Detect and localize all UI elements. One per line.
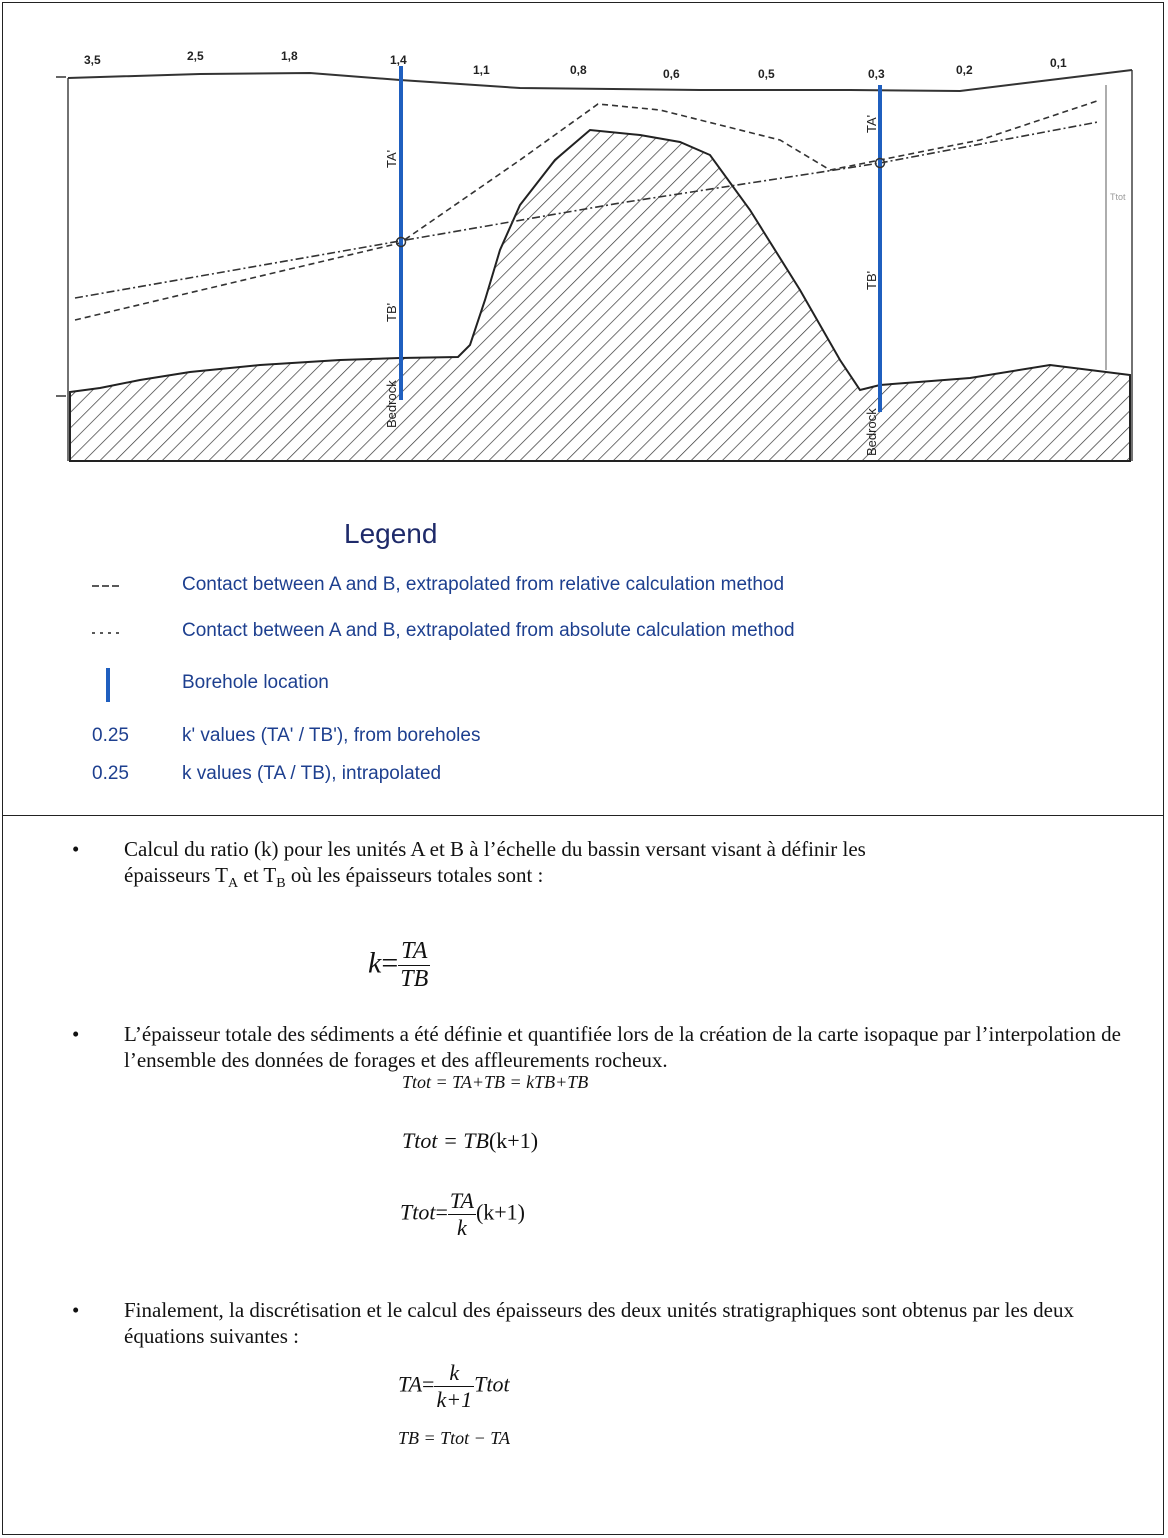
- ta-prime-label-2: TA': [864, 115, 879, 133]
- k-label: 0,1: [1050, 56, 1067, 70]
- legend-number: 0.25: [92, 725, 129, 747]
- legend-text: Contact between A and B, extrapolated fr…: [182, 574, 784, 596]
- k-label: 0,8: [570, 63, 587, 77]
- paragraph-1-line-1: Calcul du ratio (k) pour les unités A et…: [124, 836, 1144, 862]
- ttot-label: Ttot: [1110, 192, 1126, 202]
- bedrock-label-2: Bedrock: [864, 408, 879, 456]
- ta-prime-label-1: TA': [384, 150, 399, 168]
- paragraph-1-line-2: épaisseurs TA et TB où les épaisseurs to…: [124, 862, 1144, 897]
- bullet: •: [72, 1021, 79, 1047]
- legend-text: Borehole location: [182, 672, 329, 694]
- equation-3: Ttot = TB(k+1): [402, 1128, 538, 1154]
- k-label: 1,1: [473, 63, 490, 77]
- k-label: 0,3: [868, 67, 885, 81]
- tb-prime-label-1: TB': [384, 303, 399, 322]
- k-label: 2,5: [187, 49, 204, 63]
- k-label: 0,5: [758, 67, 775, 81]
- bullet: •: [72, 1297, 79, 1323]
- legend-text: Contact between A and B, extrapolated fr…: [182, 620, 795, 642]
- bullet: •: [72, 836, 79, 862]
- k-label: 1,4: [390, 53, 407, 67]
- k-label: 3,5: [84, 53, 101, 67]
- tb-prime-label-2: TB': [864, 271, 879, 290]
- legend-text: k values (TA / TB), intrapolated: [182, 763, 441, 785]
- cross-section-diagram: 3,5 2,5 1,8 1,4 1,1 0,8 0,6 0,5 0,3 0,2 …: [0, 0, 1168, 816]
- equation-2: Ttot = TA+TB = kTB+TB: [402, 1072, 588, 1093]
- k-label: 0,6: [663, 67, 680, 81]
- bedrock-hatched-area: [70, 130, 1130, 461]
- legend-number: 0.25: [92, 763, 129, 785]
- equation-6: TB = Ttot − TA: [398, 1428, 510, 1449]
- k-label: 0,2: [956, 63, 973, 77]
- k-label: 1,8: [281, 49, 298, 63]
- paragraph-2-text: L’épaisseur totale des sédiments a été d…: [124, 1021, 1144, 1073]
- paragraph-3-text: Finalement, la discrétisation et le calc…: [124, 1297, 1144, 1349]
- bedrock-label-1: Bedrock: [384, 380, 399, 428]
- legend-text: k' values (TA' / TB'), from boreholes: [182, 725, 480, 747]
- text-frame: [2, 816, 1164, 1535]
- legend-title: Legend: [344, 518, 437, 550]
